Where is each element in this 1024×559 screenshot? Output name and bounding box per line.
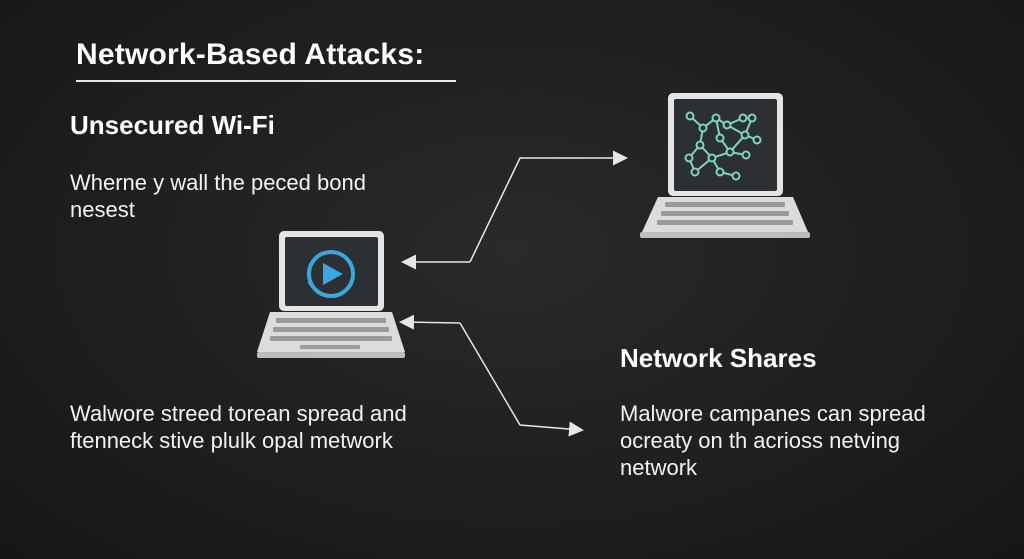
network-shares-text: Malwore campanes can spread ocreaty on t… <box>620 401 926 480</box>
arrow-to-network-laptop <box>469 150 628 263</box>
network-shares-heading: Network Shares <box>620 343 817 373</box>
network-graph-icon <box>684 111 762 181</box>
unsecured-wifi-heading: Unsecured Wi-Fi <box>70 110 275 140</box>
unsecured-wifi-text: Wherne y wall the peced bond nesest <box>70 170 366 222</box>
laptop-with-network-graph-icon <box>640 93 810 238</box>
arrow-to-network-shares <box>459 322 584 437</box>
play-icon <box>307 250 355 298</box>
malware-spread-text: Walwore streed torean spread and ftennec… <box>70 401 407 453</box>
arrow-to-left-laptop-bottom <box>399 314 461 330</box>
connector-arrows <box>399 150 628 437</box>
laptop-with-play-icon <box>257 231 405 358</box>
page-title: Network-Based Attacks: <box>76 38 456 82</box>
